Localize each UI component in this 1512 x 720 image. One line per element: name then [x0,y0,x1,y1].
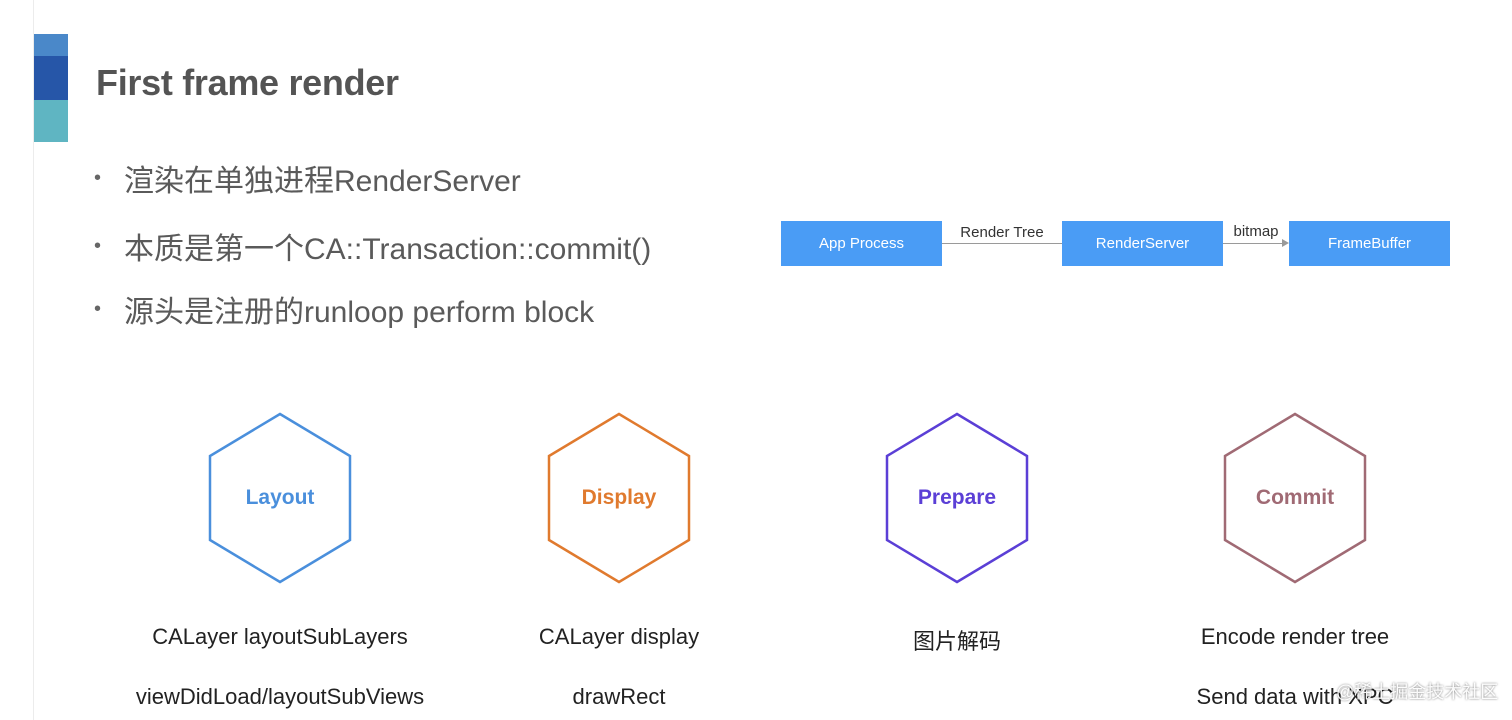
stage-display-description: drawRect [572,684,666,709]
flow-edge-label-render-tree: Render Tree [960,224,1044,241]
bullet-dot: • [94,234,102,257]
stage-layout-description: CALayer layoutSubLayers [152,624,408,649]
bullet-item: • 本质是第一个CA::Transaction::commit() [94,224,651,268]
stage-prepare: Prepare [885,412,1029,584]
flow-edge-label-bitmap: bitmap [1233,223,1279,240]
slide-title: First frame render [96,62,399,103]
stage-commit-description: Encode render tree [1200,624,1390,649]
bullet-text: 本质是第一个CA::Transaction::commit() [124,233,652,266]
stage-label: Display [581,486,657,509]
hexagon-icon [885,412,1029,584]
flow-connector-render-tree [942,243,1062,244]
bullet-text: 渲染在单独进程RenderServer [124,165,521,198]
stage-layout-description: viewDidLoad/layoutSubViews [135,684,425,709]
watermark: @稀土掘金技术社区 [1336,682,1499,702]
slide-left-margin [0,0,34,720]
bullet-dot: • [94,166,102,189]
arrow-right-icon [1282,239,1289,247]
hexagon-icon [547,412,691,584]
bullet-item: • 源头是注册的runloop perform block [94,287,594,331]
stage-display: Display [547,412,691,584]
stage-layout: Layout [208,412,352,584]
stage-commit-description: Send data with XPC [1196,684,1394,709]
stage-label: Layout [245,486,315,509]
accent-bar [34,34,68,142]
bullet-dot: • [94,297,102,320]
accent-block-middle [34,56,68,100]
bullet-text: 源头是注册的runloop perform block [124,296,595,329]
flow-node-frame-buffer: FrameBuffer [1289,221,1450,266]
stage-label: Prepare [917,486,997,509]
stage-display-description: CALayer display [538,624,700,649]
hexagon-icon [208,412,352,584]
hexagon-icon [1223,412,1367,584]
stage-prepare-description: 图片解码 [912,629,1001,654]
stage-commit: Commit [1223,412,1367,584]
stage-label: Commit [1255,486,1335,509]
flow-connector-bitmap [1223,243,1283,244]
accent-block-bottom [34,100,68,142]
flow-node-render-server: RenderServer [1062,221,1223,266]
bullet-item: • 渲染在单独进程RenderServer [94,156,521,200]
accent-block-top [34,34,68,56]
flow-node-app-process: App Process [781,221,942,266]
